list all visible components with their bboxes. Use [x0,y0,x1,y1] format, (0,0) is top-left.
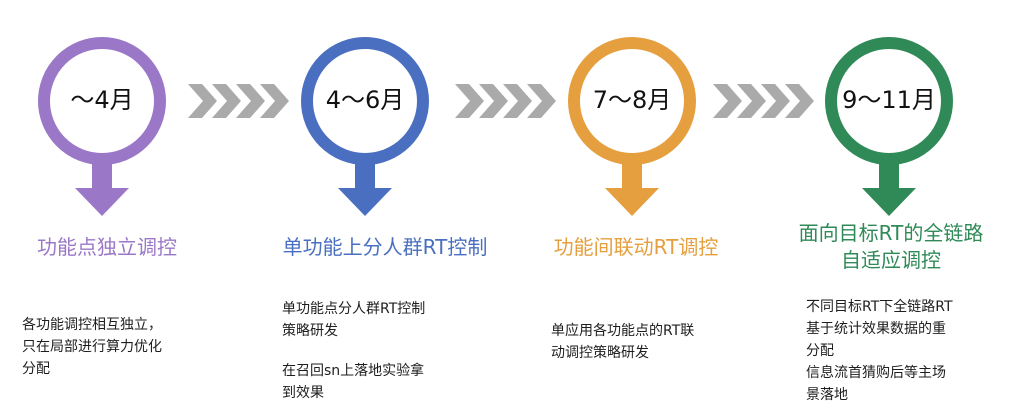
stage-1-desc-line: 只在局部进行算力优化 [22,339,162,355]
stage-4-period: 9～11月 [842,86,936,114]
connector-1 [188,84,289,118]
stage-2-desc-line: 策略研发 [282,323,338,339]
stage-1-marker [38,37,166,216]
stage-1-stem [92,159,112,189]
stage-1-period: ～4月 [70,86,134,114]
stage-1-description: 各功能调控相互独立， 只在局部进行算力优化 分配 [22,314,162,380]
connector-2 [455,84,556,118]
stage-2-marker [301,37,429,216]
stage-1-desc-line: 各功能调控相互独立， [22,317,162,333]
stage-4-desc-line: 基于统计效果数据的重 [806,321,946,337]
stage-4-title-line-2: 自适应调控 [841,248,941,272]
stage-3-desc-line: 动调控策略研发 [551,345,649,361]
stage-2-desc-line: 到效果 [282,385,324,401]
stage-4-description: 不同目标RT下全链路RT 基于统计效果数据的重 分配 信息流首猜购后等主场 景落… [806,296,953,406]
connector-3 [713,84,814,118]
stage-4-marker [825,37,953,216]
stage-4-desc-line: 信息流首猜购后等主场 [806,365,946,381]
stage-2-desc-line: 单功能点分人群RT控制 [282,301,426,317]
stage-2-desc-line: 在召回sn上落地实验拿 [282,363,425,379]
stage-4-title-line-1: 面向目标RT的全链路 [798,221,984,245]
stage-4-stem [879,159,899,189]
stage-3-arrowhead [605,188,659,216]
stage-4-desc-line: 分配 [806,343,834,359]
stage-1-arrowhead [75,188,129,216]
stage-3-marker [568,37,696,216]
stage-3-period: 7～8月 [592,86,672,114]
stage-2-arrowhead [338,188,392,216]
stage-3-title: 功能间联动RT调控 [546,234,726,261]
stage-1-desc-line: 分配 [22,361,50,377]
stage-2-period: 4～6月 [325,86,405,114]
stage-4-desc-line: 景落地 [806,387,848,403]
stage-2-title-line: 单功能上分人群RT控制 [282,235,488,259]
stage-2-title: 单功能上分人群RT控制 [270,234,500,261]
stage-4-desc-line: 不同目标RT下全链路RT [806,299,953,315]
stage-3-stem [622,159,642,189]
stage-4-title: 面向目标RT的全链路 自适应调控 [786,220,996,274]
stage-3-desc-line: 单应用各功能点的RT联 [551,323,695,339]
stage-2-stem [355,159,375,189]
stage-1-title-line: 功能点独立调控 [37,235,177,259]
stage-2-desc-gap [282,342,425,360]
stage-4-arrowhead [862,188,916,216]
stage-3-title-line: 功能间联动RT调控 [553,235,719,259]
stage-1-title: 功能点独立调控 [22,234,192,261]
stage-2-description: 单功能点分人群RT控制 策略研发 在召回sn上落地实验拿 到效果 [282,298,425,404]
stage-3-description: 单应用各功能点的RT联 动调控策略研发 [551,320,694,364]
